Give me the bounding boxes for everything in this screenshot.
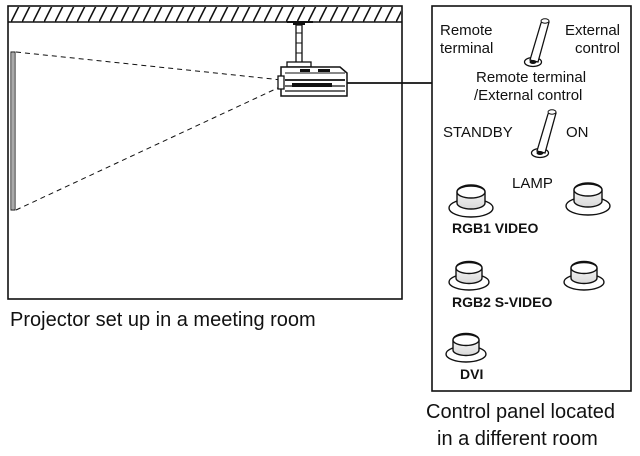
- panel-caption-line2: in a different room: [437, 428, 598, 450]
- switch1-left-label-line1: Remote: [440, 22, 493, 39]
- switch1-caption-line1: Remote terminal: [476, 69, 587, 86]
- control-panel: [431, 5, 632, 392]
- room-caption: Projector set up in a meeting room: [10, 309, 316, 331]
- standby-label: STANDBY: [443, 124, 513, 141]
- ceiling-hatch: [9, 7, 401, 22]
- rgb1-video-label: RGB1 VIDEO: [452, 220, 539, 236]
- switch1-right-label-line1: External: [564, 22, 620, 39]
- room-outline: [7, 5, 403, 300]
- rgb2-s-video-label: RGB2 S-VIDEO: [452, 294, 553, 310]
- video-button-icon[interactable]: [565, 182, 611, 216]
- toggle-switch-icon[interactable]: [523, 18, 550, 68]
- switch1-caption-line2: /External control: [474, 87, 583, 104]
- s-video-button-icon[interactable]: [563, 260, 605, 291]
- projection-beam: [15, 51, 283, 211]
- rgb1-button-icon[interactable]: [448, 184, 494, 218]
- on-label: ON: [566, 124, 589, 141]
- projector-icon: [277, 21, 348, 97]
- power-switch-icon[interactable]: [530, 109, 557, 159]
- meeting-room: [7, 5, 403, 300]
- rgb2-button-icon[interactable]: [448, 260, 490, 291]
- dvi-button-icon[interactable]: [445, 332, 487, 363]
- dvi-label: DVI: [460, 366, 484, 382]
- switch1-left-label-line2: terminal: [440, 40, 494, 57]
- projection-screen: [10, 51, 16, 211]
- panel-caption-line1: Control panel located: [426, 401, 616, 423]
- switch1-right-label-line2: control: [574, 40, 620, 57]
- lamp-label: LAMP: [512, 175, 553, 192]
